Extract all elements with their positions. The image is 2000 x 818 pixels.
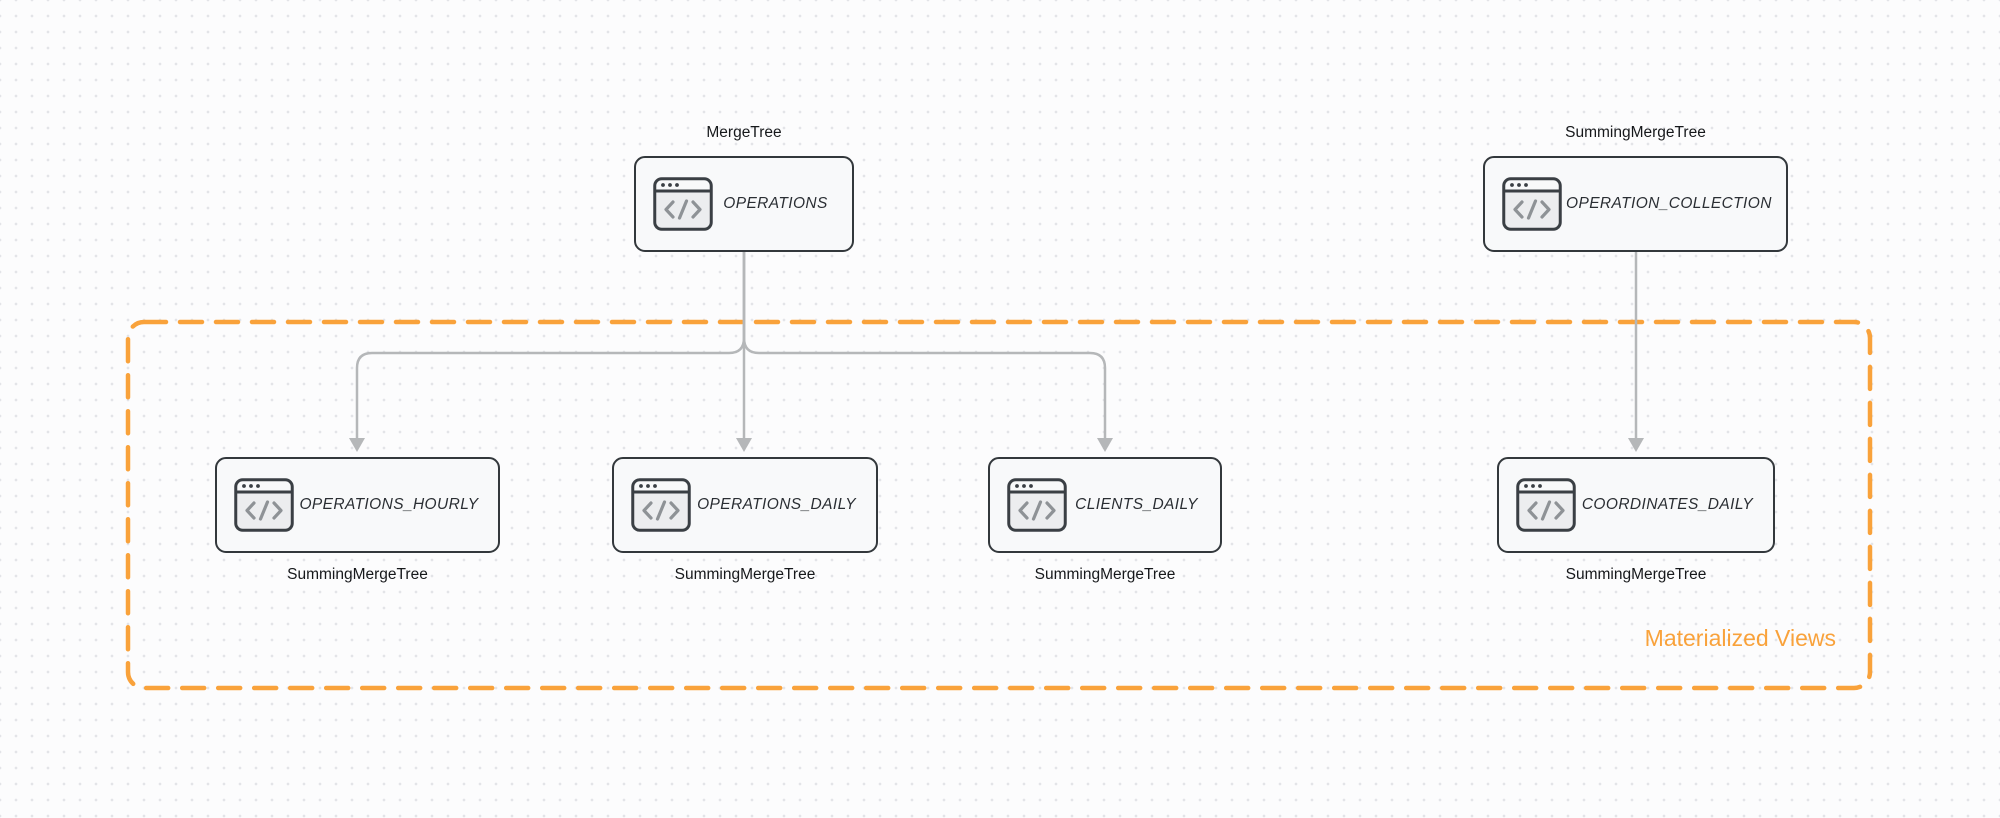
node-operations-wrap: MergeTree OPERATIONS bbox=[634, 122, 854, 252]
node-title: OPERATION_COLLECTION bbox=[1566, 195, 1772, 212]
code-window-icon bbox=[234, 478, 294, 532]
engine-label: SummingMergeTree bbox=[287, 566, 428, 583]
node-title: COORDINATES_DAILY bbox=[1581, 496, 1754, 513]
edge-operation-collection-to-coordinates-daily bbox=[1628, 252, 1644, 452]
node-operation-collection-wrap: SummingMergeTree OPERATION_COLLECTION bbox=[1483, 122, 1788, 252]
node-coordinates-daily[interactable]: COORDINATES_DAILY bbox=[1497, 457, 1775, 553]
node-operations-daily[interactable]: OPERATIONS_DAILY bbox=[612, 457, 878, 553]
engine-label: SummingMergeTree bbox=[1565, 124, 1706, 141]
engine-label: MergeTree bbox=[706, 124, 782, 141]
engine-label: SummingMergeTree bbox=[1565, 566, 1707, 583]
node-clients-daily[interactable]: CLIENTS_DAILY bbox=[988, 457, 1222, 553]
node-operations-daily-wrap: OPERATIONS_DAILY SummingMergeTree bbox=[612, 457, 878, 586]
materialized-views-group-outline bbox=[125, 319, 1873, 691]
engine-label: SummingMergeTree bbox=[674, 566, 816, 583]
code-window-icon bbox=[1516, 478, 1576, 532]
node-title: OPERATIONS bbox=[723, 195, 828, 212]
node-title: CLIENTS_DAILY bbox=[1075, 496, 1198, 513]
edge-operations-to-clients-daily bbox=[742, 252, 1113, 452]
engine-label: SummingMergeTree bbox=[1034, 566, 1176, 583]
materialized-views-label: Materialized Views bbox=[1644, 625, 1836, 651]
code-window-icon bbox=[653, 177, 713, 231]
node-operations-hourly-wrap: OPERATIONS_HOURLY SummingMergeTree bbox=[215, 457, 500, 586]
node-operation-collection[interactable]: OPERATION_COLLECTION bbox=[1483, 156, 1788, 252]
edge-operations-to-operations-hourly bbox=[349, 252, 746, 452]
node-title: OPERATIONS_DAILY bbox=[697, 496, 856, 513]
node-operations[interactable]: OPERATIONS bbox=[634, 156, 854, 252]
code-window-icon bbox=[631, 478, 691, 532]
code-window-icon bbox=[1502, 177, 1562, 231]
node-title: OPERATIONS_HOURLY bbox=[299, 496, 479, 513]
node-clients-daily-wrap: CLIENTS_DAILY SummingMergeTree bbox=[988, 457, 1222, 586]
node-operations-hourly[interactable]: OPERATIONS_HOURLY bbox=[215, 457, 500, 553]
code-window-icon bbox=[1007, 478, 1067, 532]
node-coordinates-daily-wrap: COORDINATES_DAILY SummingMergeTree bbox=[1497, 457, 1775, 586]
